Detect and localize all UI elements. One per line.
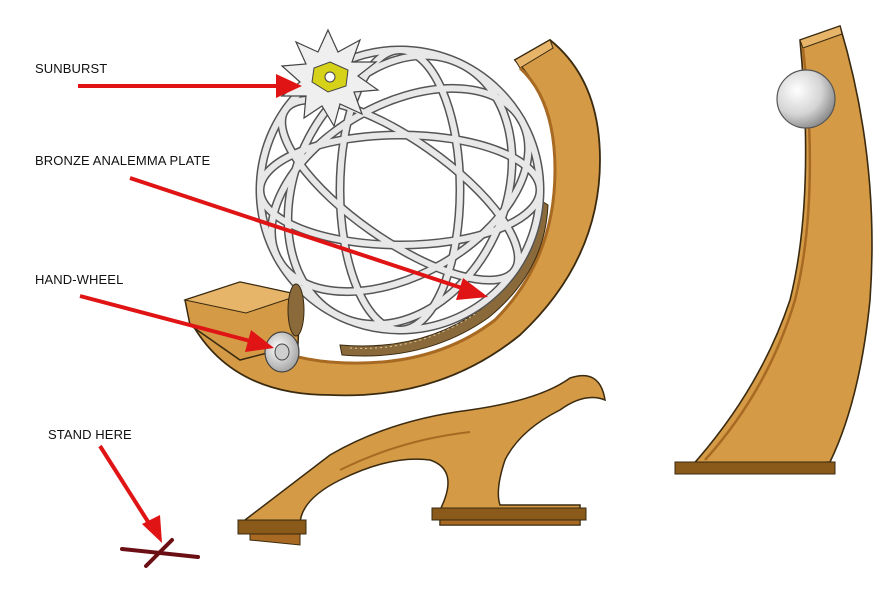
base-plate-left [237,519,307,535]
arrow-stand-here [98,444,154,530]
armillary-sphere [255,45,545,335]
analemma-plate [339,199,549,357]
ball-post [674,24,873,475]
stand-here-mark [120,538,200,568]
arrow-hand-wheel [79,294,255,344]
post-base-plate [674,461,836,475]
label-stand-here: STAND HERE [48,427,132,442]
label-analemma-plate: BRONZE ANALEMMA PLATE [35,153,211,168]
callout-arrows [78,74,488,543]
arrow-analemma-plate [129,176,469,292]
label-sunburst: SUNBURST [35,61,108,76]
base-stand [237,374,606,546]
hand-wheel-icon [264,283,305,373]
base-plate-right [431,507,587,521]
ball-icon [776,69,836,129]
base-leg [244,374,606,531]
sunburst-icon [280,28,380,128]
label-hand-wheel: HAND-WHEEL [35,272,124,287]
